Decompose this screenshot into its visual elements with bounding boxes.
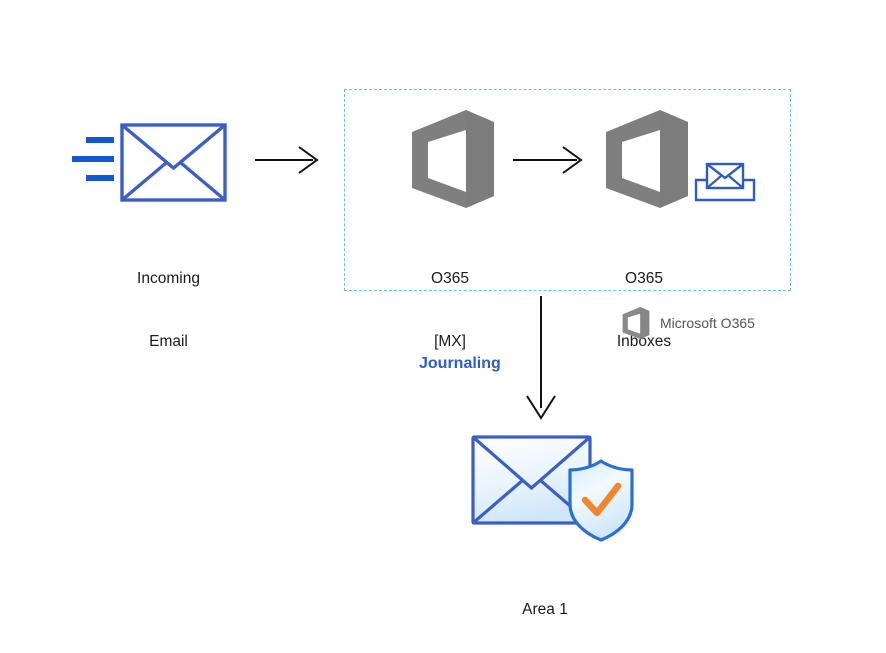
o365-boundary-region (344, 89, 791, 291)
o365-inboxes-label-line1: O365 (625, 270, 663, 287)
inbox-tray-icon (694, 162, 756, 202)
arrow-incoming-to-mx (255, 140, 325, 180)
area1-envelope-fold-left (471, 478, 525, 525)
speed-line-bottom (86, 175, 114, 181)
incoming-email-label-line1: Incoming (137, 270, 200, 287)
shield-shape (568, 459, 634, 542)
o365-mx-label-line2: [MX] (434, 333, 466, 350)
inbox-tray-icon-wrap (694, 158, 756, 206)
speed-line-middle (72, 156, 114, 162)
inbox-envelope-flap (706, 163, 744, 180)
office-logo-icon (622, 307, 650, 339)
arrow-mx-to-inboxes (513, 140, 591, 180)
arrow-head (526, 395, 556, 420)
area1-label-line1: Area 1 (522, 601, 568, 618)
office-logo-icon (412, 110, 494, 208)
incoming-email-label-line2: Email (149, 333, 188, 350)
envelope-flap (120, 123, 227, 171)
incoming-email-node (70, 118, 270, 213)
legend-label: Microsoft O365 (660, 315, 755, 331)
inbox-envelope-fold-right (728, 175, 744, 189)
envelope-shield-check-icon (471, 435, 634, 542)
legend: Microsoft O365 (620, 303, 820, 343)
arrow-head (298, 146, 319, 174)
office-logo-side-face (660, 110, 688, 208)
o365-inboxes-label-line2: Inboxes (616, 333, 672, 350)
speed-line-top (86, 137, 114, 143)
area1-label: Area 1 email security (455, 557, 635, 653)
incoming-email-label: Incoming Email (92, 226, 245, 394)
envelope-fold-right (179, 161, 227, 202)
inbox-envelope-fold-left (706, 175, 722, 189)
arrow-head (562, 146, 583, 174)
office-logo-page (627, 313, 641, 334)
office-logo-page (622, 130, 660, 192)
journaling-label: Journaling (419, 355, 501, 372)
envelope-icon (72, 123, 227, 202)
o365-mx-label-line1: O365 (431, 270, 469, 287)
o365-inboxes-label: O365 Inboxes (570, 226, 718, 394)
office-logo-page (428, 130, 466, 192)
o365-mx-node (404, 108, 496, 210)
envelope-fold-left (120, 161, 168, 202)
o365-mx-label: O365 [MX] (382, 226, 518, 394)
check-icon (581, 482, 622, 517)
office-logo-side-face (640, 307, 650, 339)
arrow-inboxes-to-area1 (520, 296, 564, 426)
o365-inboxes-node (598, 108, 690, 210)
office-logo-side-face (466, 110, 494, 208)
area1-envelope-flap (471, 435, 592, 491)
office-logo-icon (606, 110, 688, 208)
area1-node (466, 430, 636, 545)
